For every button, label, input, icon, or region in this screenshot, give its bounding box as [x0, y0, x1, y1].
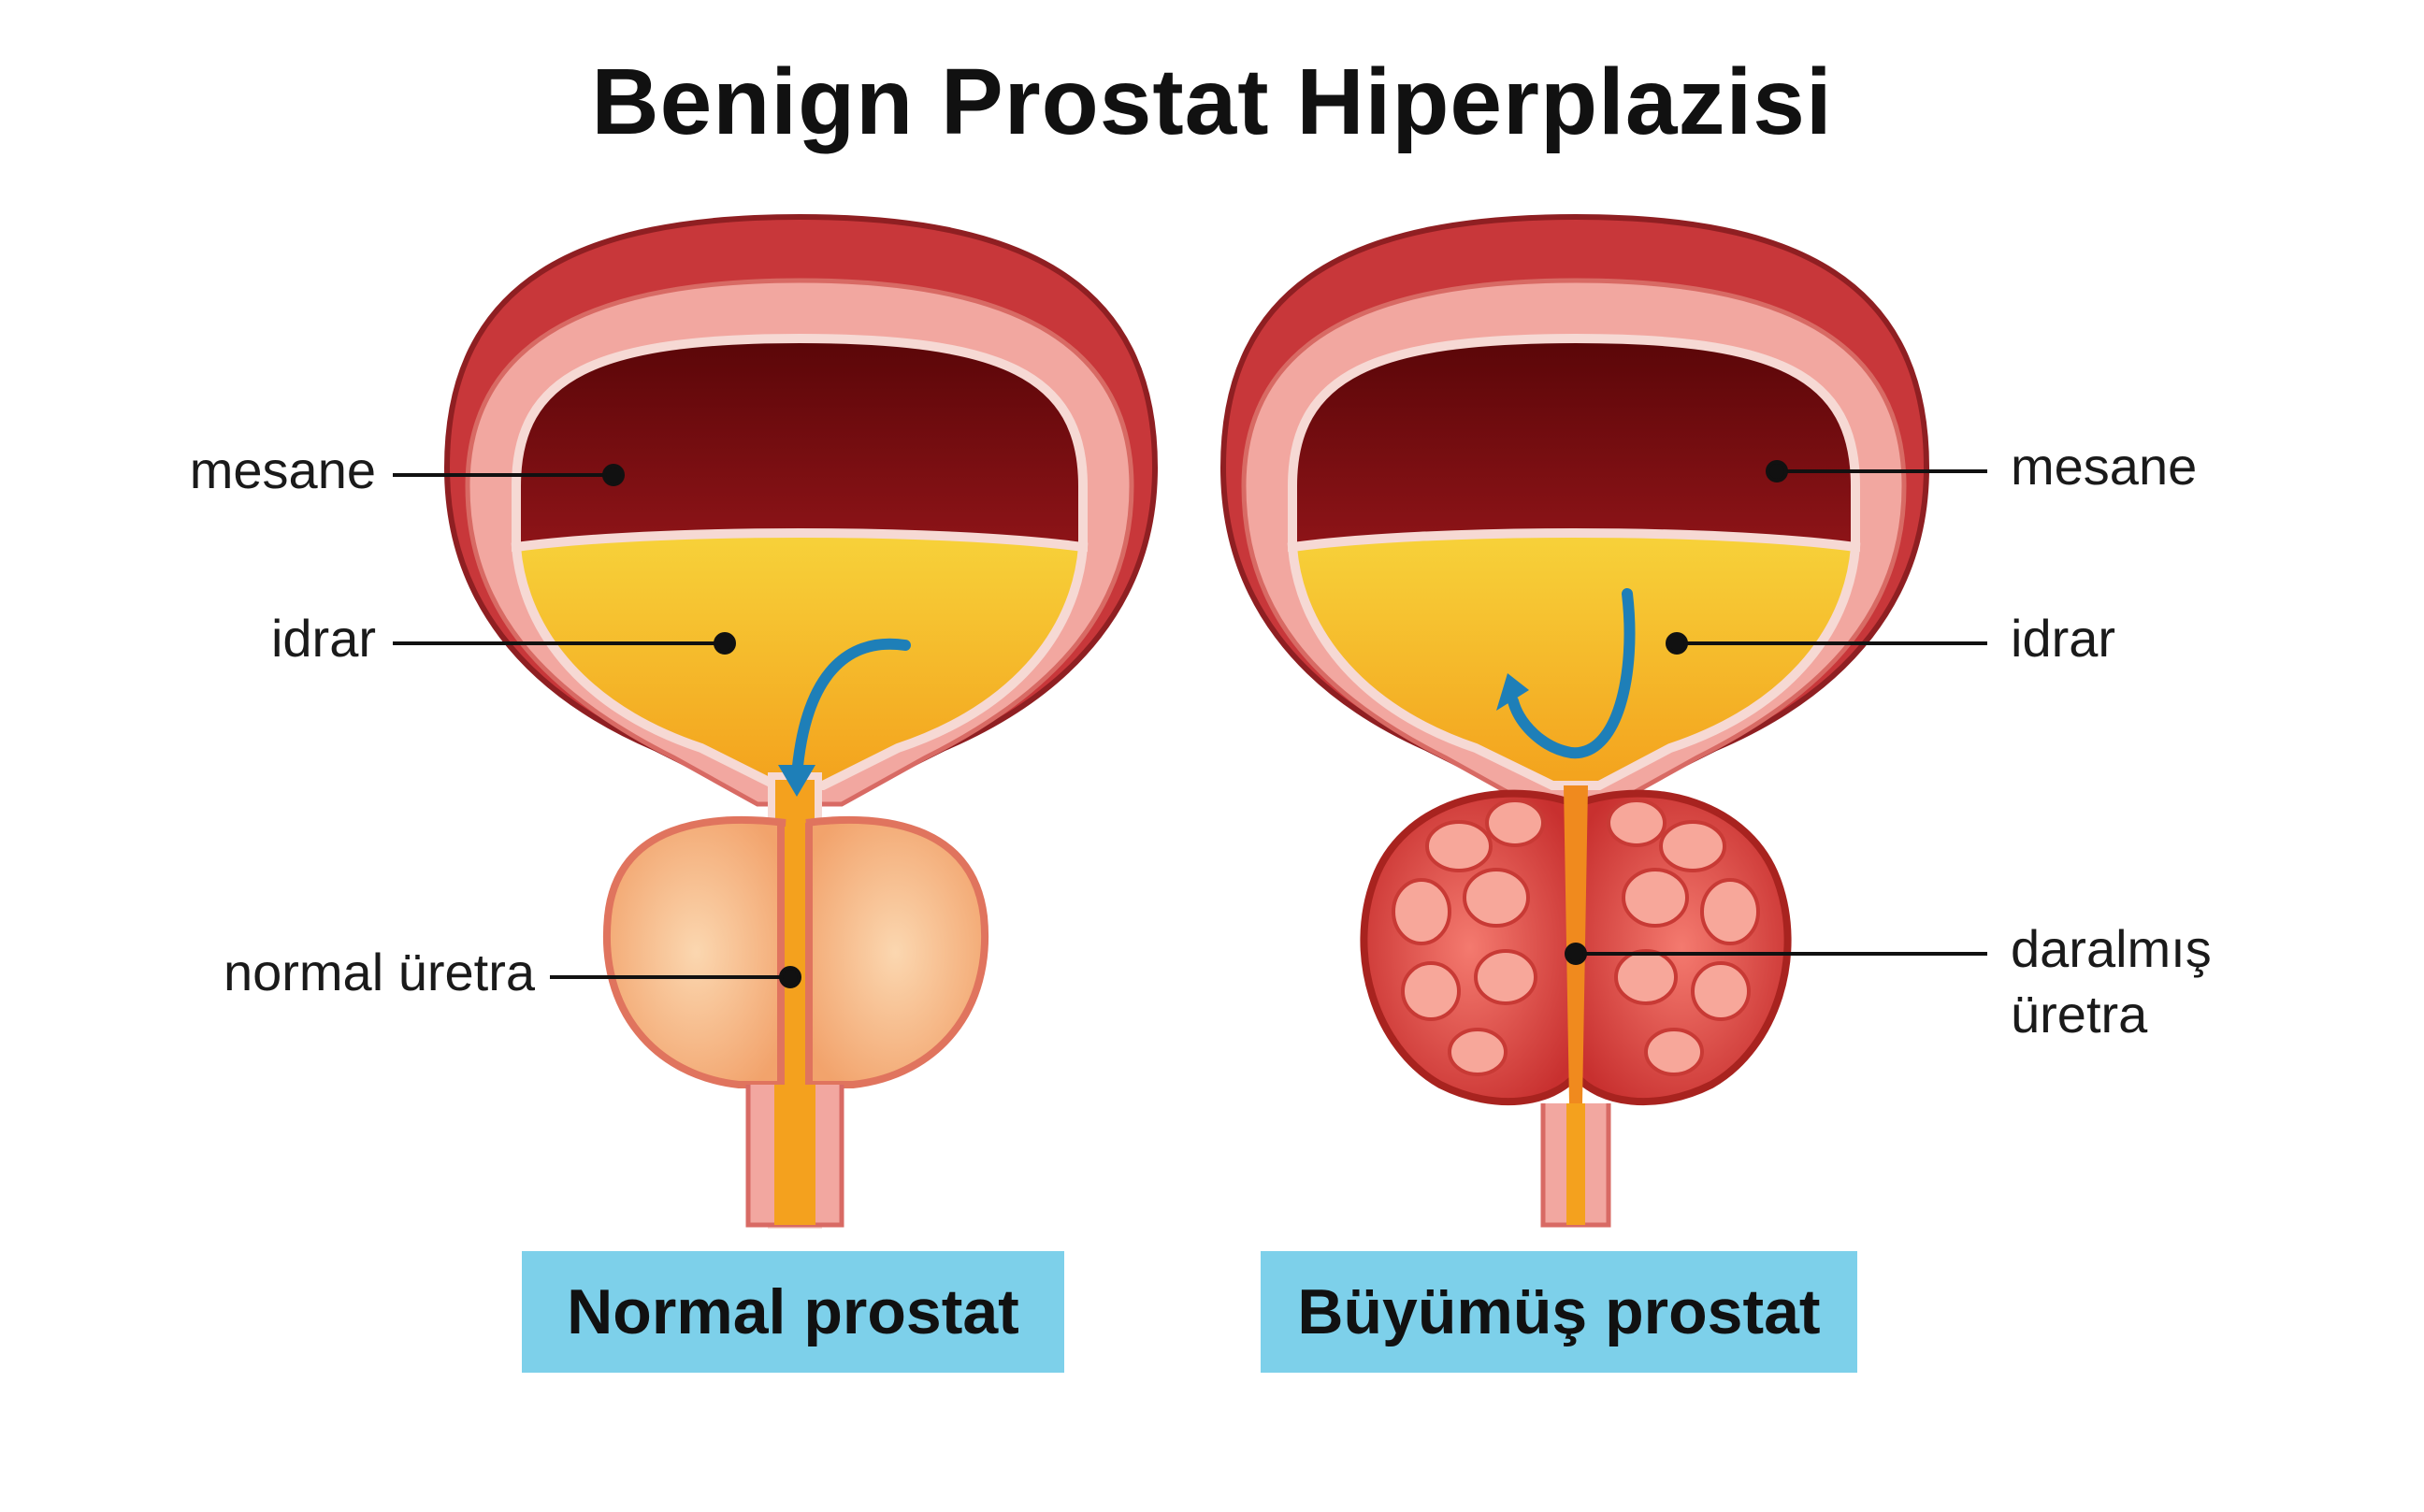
- caption-normal-prostate: Normal prostat: [522, 1251, 1064, 1373]
- bph-bladder: [1219, 213, 1930, 807]
- label-bph-urine: idrar: [2011, 609, 2116, 668]
- normal-prostate: [602, 815, 989, 1228]
- page-title: Benign Prostat Hiperplazisi: [591, 50, 1833, 154]
- label-normal-bladder: mesane: [189, 440, 376, 499]
- label-normal-urethra: normal üretra: [223, 943, 535, 1001]
- bph-flow-arrow: [1508, 588, 1636, 759]
- normal-flow-arrowhead: [778, 765, 815, 797]
- caption-enlarged-prostate: Büyümüş prostat: [1261, 1251, 1857, 1373]
- label-normal-urine: idrar: [270, 609, 376, 668]
- label-bph-bladder: mesane: [2011, 437, 2198, 496]
- normal-flow-arrow: [791, 638, 911, 782]
- leader-lines: [393, 460, 1987, 988]
- enlarged-prostate: [1360, 785, 1792, 1228]
- bph-flow-arrowhead: [1496, 673, 1529, 711]
- label-bph-urethra-line1: daralmış: [2011, 919, 2212, 978]
- label-bph-urethra-line2: üretra: [2011, 985, 2148, 1044]
